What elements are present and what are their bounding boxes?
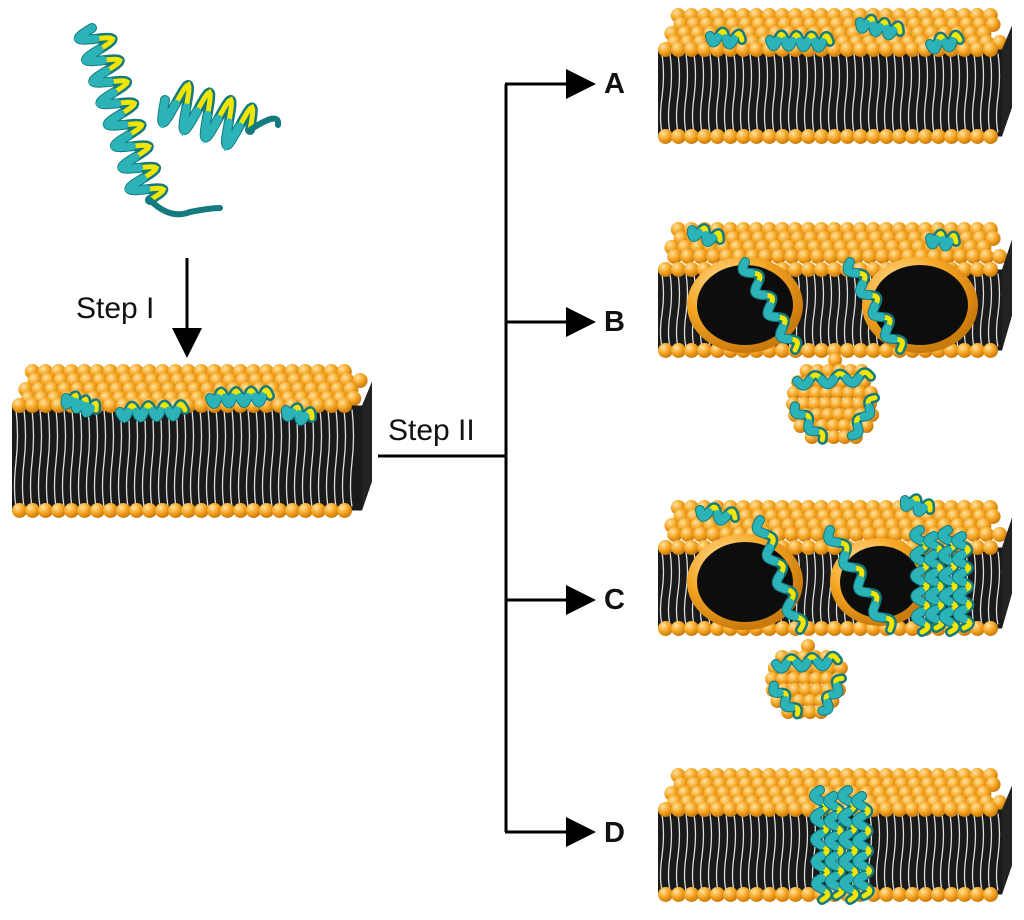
membrane-outcome-a-lower-head-row (658, 129, 998, 144)
outcome-c-micelle-helix-top (771, 650, 843, 674)
outcome-b-micelle-helix-right (846, 392, 880, 441)
outcome-label-b: B (604, 306, 625, 338)
membrane-outcome-b (658, 222, 1012, 358)
outcome-a-helix-4 (925, 29, 965, 55)
free-helix-long (73, 23, 169, 205)
outcome-b-micelle (786, 353, 880, 445)
outcome-a-helix-3 (855, 13, 905, 41)
outcome-c-barrel-helix-1 (909, 525, 933, 637)
outcome-c-helix-1 (695, 502, 740, 526)
outcome-c-helix-4 (899, 493, 936, 517)
outcome-b-micelle-helix-left (789, 401, 828, 445)
outcome-c-barrel-helix-3 (937, 525, 961, 637)
outcome-d-barrel-helix-1 (809, 785, 833, 905)
outcome-b-helix-1 (687, 223, 725, 247)
membrane-outcome-a-lipid-tails (658, 25, 1012, 137)
outcome-b-helix-4 (925, 228, 961, 252)
outcome-c-helix-2 (751, 515, 809, 635)
outcome-label-c: C (604, 584, 625, 616)
surface-helix-2 (115, 399, 190, 423)
outcome-d-barrel (809, 785, 875, 905)
surface-helix-3 (205, 385, 275, 409)
free-helix-short-loop (247, 115, 282, 133)
pathway-arrows (172, 69, 596, 847)
surface-helix-1 (60, 390, 102, 418)
membranes (12, 8, 1012, 905)
outcome-c-barrel (909, 525, 975, 637)
step-1-label: Step I (76, 292, 155, 325)
outcome-c-micelle-helix-right (817, 673, 847, 716)
outcome-a-helix-1 (705, 26, 747, 50)
membrane-outcome-c (658, 493, 1012, 637)
outcome-label-a: A (604, 68, 625, 100)
membrane-outcome-d (658, 768, 1012, 905)
free-peptide-helices (73, 23, 282, 218)
outcome-b-pore-left (687, 257, 803, 353)
outcome-d-barrel-helix-4 (851, 791, 875, 901)
free-helix-tail (147, 197, 223, 218)
outcome-c-barrel-helix-4 (951, 531, 975, 633)
outcome-c-helix-3 (823, 525, 897, 635)
outcome-b-helix-2 (737, 257, 803, 355)
outcome-c-micelle-helix-left (768, 680, 803, 720)
surface-helix-4 (281, 402, 317, 426)
outcome-c-micelle (765, 639, 848, 720)
free-helix-short (157, 79, 258, 151)
membrane-outcome-a (658, 8, 1012, 144)
outcome-a-helix-2 (765, 29, 835, 53)
outcome-label-d: D (604, 817, 625, 849)
membrane-step-1-lower-head-row (12, 503, 352, 518)
outcome-d-barrel-helix-3 (837, 785, 861, 905)
step-2-label: Step II (388, 414, 475, 447)
outcome-b-helix-3 (842, 257, 908, 355)
membrane-step-1 (12, 364, 372, 518)
outcome-d-barrel-helix-2 (823, 791, 847, 901)
outcome-b-micelle-helix-top (792, 367, 876, 391)
